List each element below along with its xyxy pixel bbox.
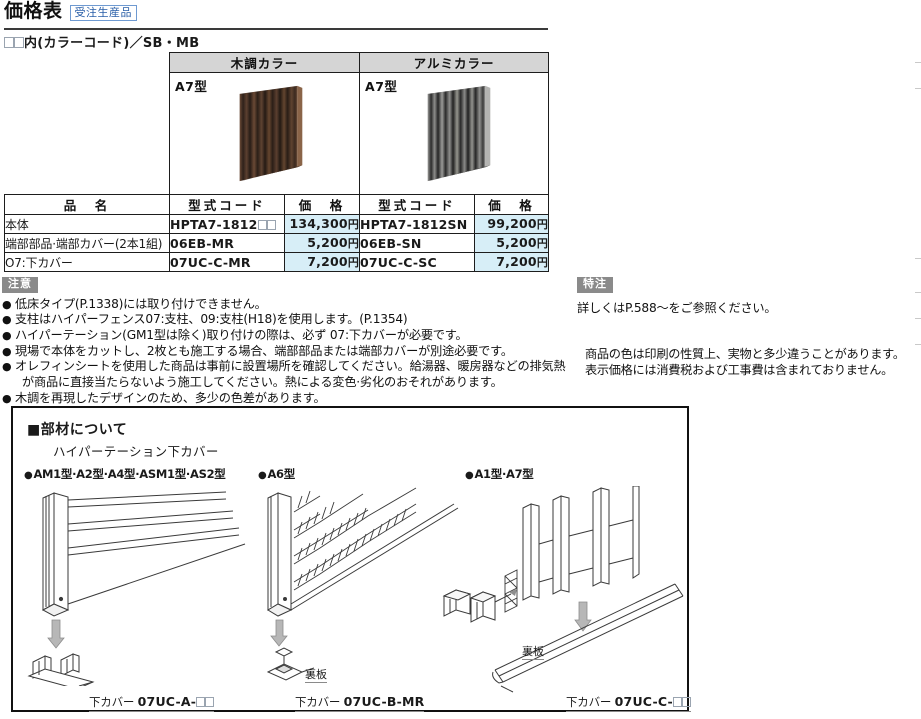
code-box-icon [681,697,691,707]
table-image-row: A7型 [4,72,550,195]
row-price-aluminum: 99,200円 [474,214,550,234]
table-row: 端部部品·端部カバー(2本1組) 06EB-MR 5,200円 06EB-SN … [4,233,550,253]
diagram-am1-a2-a4-asm1-as2 [27,491,246,686]
caution-tag: 注意 [2,277,38,293]
row-product-name: 端部部品·端部カバー(2本1組) [4,233,170,253]
disclaimer-line: 商品の色は印刷の性質上、実物と多少違うことがあります。 [585,346,905,361]
disclaimer-line: 表示価格には消費税および工事費は含まれておりません。 [585,362,893,377]
col-header-code-aluminum: 型式コード [359,194,476,215]
product-image-wood: A7型 [168,72,361,195]
parts-category-label: A1型·A7型 [465,466,533,482]
diagram-a1-a7 [469,486,684,693]
row-price-aluminum: 5,200円 [474,233,550,253]
special-order-text: 詳しくはP.588～をご参照ください。 [577,300,777,315]
fence-panel-wood-illustration [239,85,303,182]
caution-item: 木調を再現したデザインのため、多少の色差があります。 [2,391,574,406]
row-price-wood: 134,300円 [283,214,361,234]
special-order-tag: 特注 [577,277,613,293]
footer-disclaimer: 商品の色は印刷の性質上、実物と多少違うことがあります。 表示価格には消費税および… [577,346,921,378]
page-edge-mark [915,318,921,319]
backplate-label: 裏板 [305,668,327,683]
table-sub-header-row: 品 名 型式コード 価 格 型式コード 価 格 [4,194,550,215]
caution-item-continuation: が商品に直接当たらないよう施工してください。熱による変色·劣化のおそれがあります… [22,375,503,390]
page-title: 価格表 [4,0,63,22]
made-to-order-badge: 受注生産品 [69,5,138,21]
color-code-box-icon [14,37,24,48]
page-edge-mark [915,344,921,345]
row-price-wood: 5,200円 [283,233,361,253]
empty-corner-cell [4,52,170,73]
part-label-07uc-c: 下カバー 07UC-C- [566,694,691,712]
row-code-aluminum: 07UC-C-SC [359,252,476,272]
parts-info-box: ■部材について ハイパーテーション下カバー AM1型·A2型·A4型·ASM1型… [11,406,691,712]
special-order-section: 特注 詳しくはP.588～をご参照ください。 商品の色は印刷の性質上、実物と多少… [577,272,921,378]
col-header-price-wood: 価 格 [283,194,361,215]
row-price-aluminum: 7,200円 [474,252,550,272]
part-label-07uc-b-mr: 下カバー 07UC-B-MR [295,694,425,712]
parts-section-title: ■部材について [27,422,128,438]
color-code-prefix: 内(カラーコード)／ [24,36,143,51]
row-product-name: 本体 [4,214,170,234]
part-label-07uc-a: 下カバー 07UC-A- [89,694,215,712]
backplate-label: 裏板 [522,645,544,660]
page-edge-mark [915,88,921,89]
caution-item: 支柱はハイパーフェンス07:支柱、09:支柱(H18)を使用します。(P.135… [2,312,574,327]
row-code-wood: 06EB-MR [169,233,285,253]
model-label-wood: A7型 [175,79,208,94]
group-header-aluminum: アルミカラー [359,52,550,73]
table-row: O7:下カバー 07UC-C-MR 7,200円 07UC-C-SC 7,200… [4,252,550,272]
parts-category-label: AM1型·A2型·A4型·ASM1型·AS2型 [24,466,225,482]
caution-item: 低床タイプ(P.1338)には取り付けできません。 [2,297,574,312]
fence-panel-aluminum-illustration [427,85,491,182]
table-group-header-row: 木調カラー アルミカラー [4,52,550,73]
caution-item: 現場で本体をカットし、2枚とも施工する場合、端部部品または端部カバーが別途必要で… [2,344,574,359]
page-edge-mark [915,62,921,63]
page-edge-mark [915,258,921,259]
row-code-aluminum: HPTA7-1812SN [359,214,476,234]
color-code-note: 内(カラーコード)／SB・MB [4,32,200,51]
row-code-aluminum: 06EB-SN [359,233,476,253]
code-suffix-boxes [257,217,276,232]
page-title-row: 価格表 受注生産品 [4,0,138,22]
col-header-product-name: 品 名 [4,194,170,215]
group-header-wood: 木調カラー [168,52,361,73]
code-box-icon [672,697,682,707]
col-header-price-aluminum: 価 格 [474,194,550,215]
model-label-aluminum: A7型 [365,79,398,94]
empty-image-corner-cell [4,72,170,195]
caution-section: 注意 低床タイプ(P.1338)には取り付けできません。 支柱はハイパーフェンス… [2,272,574,407]
row-code-wood: 07UC-C-MR [169,252,285,272]
row-product-name: O7:下カバー [4,252,170,272]
row-price-wood: 7,200円 [283,252,361,272]
code-box-icon [205,697,215,707]
diagram-a6 [266,487,472,681]
table-row: 本体 HPTA7-1812 134,300円 HPTA7-1812SN 99,2… [4,214,550,234]
parts-section-subtitle: ハイパーテーション下カバー [53,444,219,459]
row-code-wood: HPTA7-1812 [169,214,285,234]
code-box-icon [196,697,206,707]
caution-list: 低床タイプ(P.1338)には取り付けできません。 支柱はハイパーフェンス07:… [2,297,574,407]
caution-item: オレフィンシートを使用した商品は事前に設置場所を確認してください。給湯器、暖房器… [2,359,574,374]
page-edge-mark [915,292,921,293]
color-code-box-icon [4,37,14,48]
caution-item: ハイパーテーション(GM1型は除く)取り付けの際は、必ず 07:下カバーが必要で… [2,328,574,343]
color-code-value: SB・MB [142,36,200,51]
product-image-aluminum: A7型 [359,72,550,195]
col-header-code-wood: 型式コード [169,194,285,215]
parts-category-label: A6型 [258,466,295,482]
title-divider [4,28,548,30]
price-table: 木調カラー アルミカラー A7型 [4,52,550,272]
